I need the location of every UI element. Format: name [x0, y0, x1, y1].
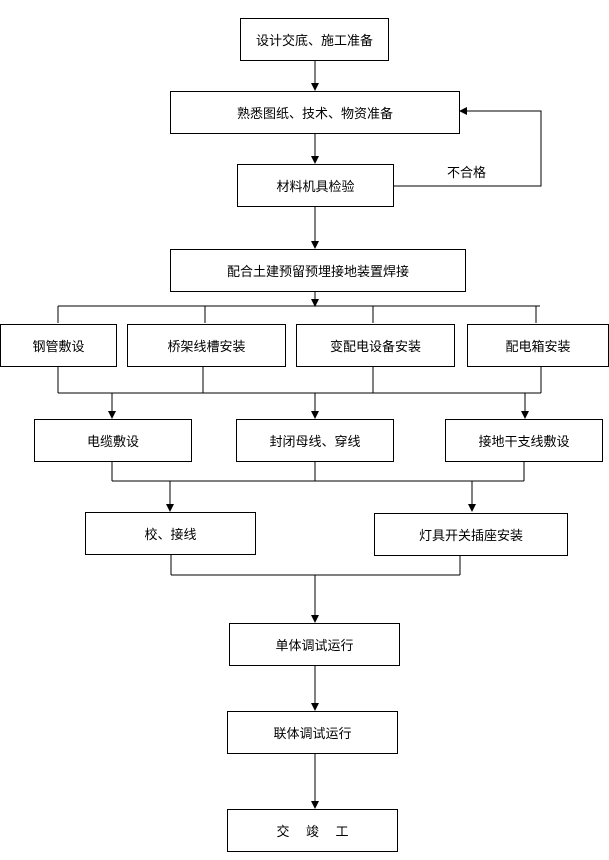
- step-unit-test: 单体调试运行: [229, 623, 400, 666]
- label-unqualified: 不合格: [447, 166, 487, 181]
- step-completion: 交 竣 工: [227, 809, 398, 852]
- step-familiarize: 熟悉图纸、技术、物资准备: [170, 91, 460, 134]
- step-material-check: 材料机具检验: [237, 164, 394, 207]
- step-ground-trunk: 接地干支线敷设: [445, 419, 603, 462]
- step-cooperate: 配合土建预留预埋接地装置焊接: [170, 249, 466, 292]
- step-design-handover: 设计交底、施工准备: [240, 18, 389, 61]
- step-transformer: 变配电设备安装: [296, 324, 455, 367]
- step-steel-pipe: 钢管敷设: [0, 324, 117, 367]
- step-busbar: 封闭母线、穿线: [236, 419, 394, 462]
- step-distribution-box: 配电箱安装: [467, 324, 609, 367]
- step-cable-laying: 电缆敷设: [34, 419, 192, 462]
- step-lighting: 灯具开关插座安装: [374, 513, 568, 556]
- feedback-loop-unqualified: [393, 107, 542, 187]
- step-calibrate-wiring: 校、接线: [85, 512, 256, 555]
- step-joint-test: 联体调试运行: [227, 711, 398, 754]
- step-cable-tray: 桥架线槽安装: [127, 324, 286, 367]
